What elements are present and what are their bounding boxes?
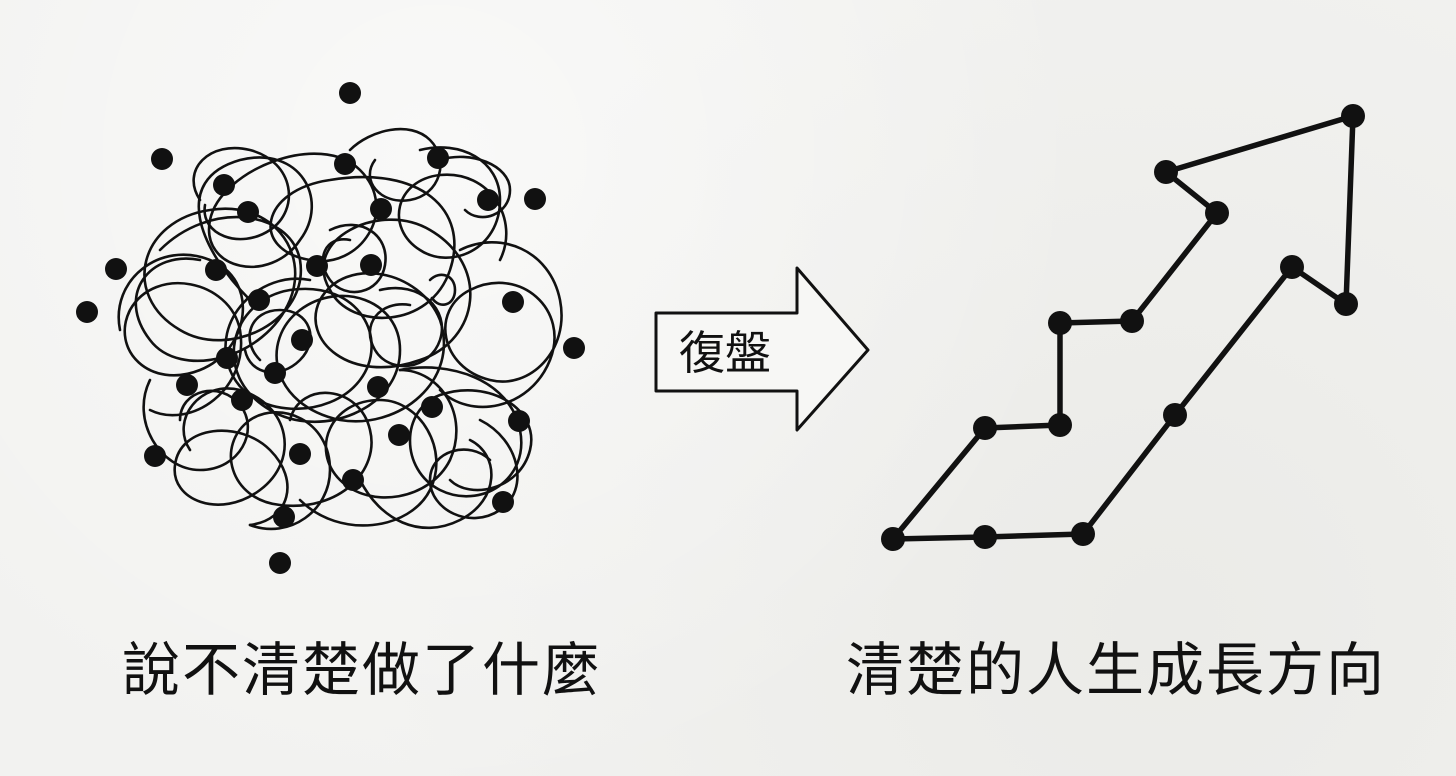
left-caption: 說不清楚做了什麼 (122, 636, 603, 704)
growth-path (881, 104, 1365, 551)
process-arrow-icon (654, 266, 870, 432)
scattered-dots (76, 82, 585, 574)
tangled-scribble (117, 127, 563, 531)
right-caption: 清楚的人生成長方向 (846, 636, 1387, 704)
arrow-label: 復盤 (679, 326, 771, 380)
